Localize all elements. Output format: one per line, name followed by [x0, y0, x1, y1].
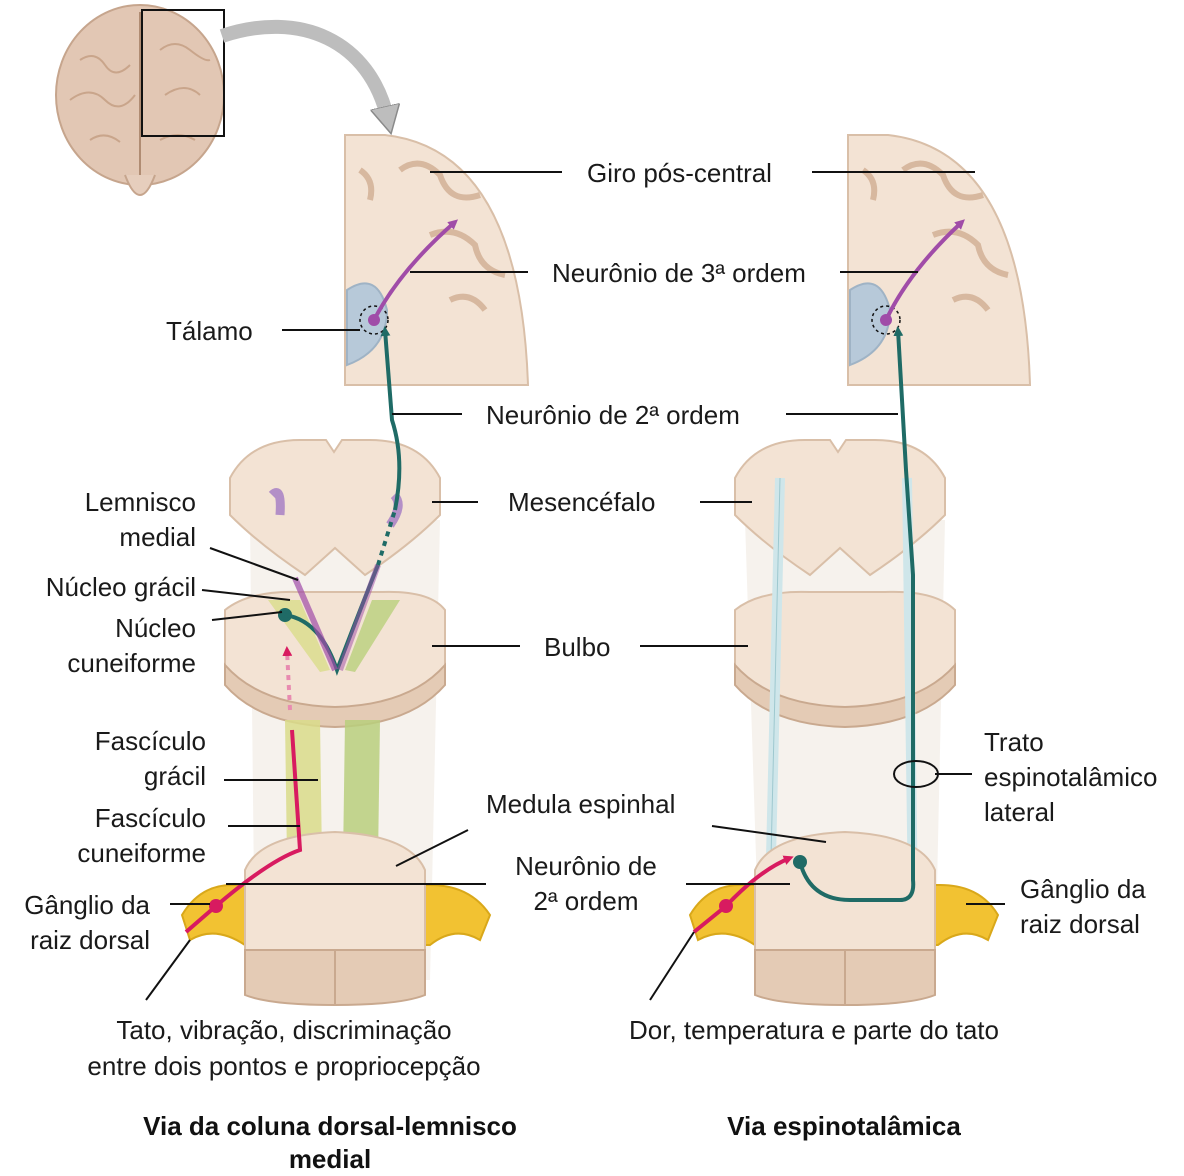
label-lateral-spinothalamic-line2: espinotalâmico — [984, 762, 1157, 792]
label-medial-lemniscus-line2: medial — [119, 522, 196, 552]
label-postcentral-gyrus: Giro pós-central — [587, 158, 772, 188]
left-title-line2: medial — [289, 1144, 371, 1174]
label-2nd-order-neuron-bottom-line2: 2ª ordem — [533, 886, 638, 916]
brain-overview-illustration — [56, 5, 224, 195]
right-title: Via espinotalâmica — [727, 1111, 961, 1141]
label-lateral-spinothalamic-line1: Trato — [984, 727, 1044, 757]
left-caption-line1: Tato, vibração, discriminação — [116, 1015, 451, 1045]
label-nucleus-gracilis: Núcleo grácil — [46, 572, 196, 602]
label-3rd-order-neuron: Neurônio de 3ª ordem — [552, 258, 806, 288]
label-medulla: Bulbo — [544, 632, 611, 662]
left-title-line1: Via da coluna dorsal-lemnisco — [143, 1111, 517, 1141]
label-left-ganglion-line1: Gânglio da — [24, 890, 150, 920]
left-spinal-cord-section — [182, 832, 490, 1005]
left-pathway — [182, 135, 528, 1005]
label-midbrain: Mesencéfalo — [508, 487, 655, 517]
label-right-ganglion-line2: raiz dorsal — [1020, 909, 1140, 939]
label-2nd-order-neuron-bottom-line1: Neurônio de — [515, 851, 657, 881]
zoom-arrow-icon — [222, 27, 388, 120]
label-lateral-spinothalamic-line3: lateral — [984, 797, 1055, 827]
right-spinal-cord-section — [690, 832, 998, 1005]
label-nucleus-cuneatus-line1: Núcleo — [115, 613, 196, 643]
left-caption-line2: entre dois pontos e propriocepção — [87, 1051, 480, 1081]
right-medulla — [735, 592, 955, 727]
label-2nd-order-neuron-top: Neurônio de 2ª ordem — [486, 400, 740, 430]
label-spinal-cord: Medula espinhal — [486, 789, 675, 819]
label-thalamus: Tálamo — [166, 316, 253, 346]
label-fasciculus-gracilis-line1: Fascículo — [95, 726, 206, 756]
right-caption: Dor, temperatura e parte do tato — [629, 1015, 999, 1045]
label-nucleus-cuneatus-line2: cuneiforme — [67, 648, 196, 678]
label-fasciculus-gracilis-line2: grácil — [144, 761, 206, 791]
label-fasciculus-cuneatus-line2: cuneiforme — [77, 838, 206, 868]
label-left-ganglion-line2: raiz dorsal — [30, 925, 150, 955]
label-fasciculus-cuneatus-line1: Fascículo — [95, 803, 206, 833]
label-medial-lemniscus-line1: Lemnisco — [85, 487, 196, 517]
label-right-ganglion-line1: Gânglio da — [1020, 874, 1146, 904]
